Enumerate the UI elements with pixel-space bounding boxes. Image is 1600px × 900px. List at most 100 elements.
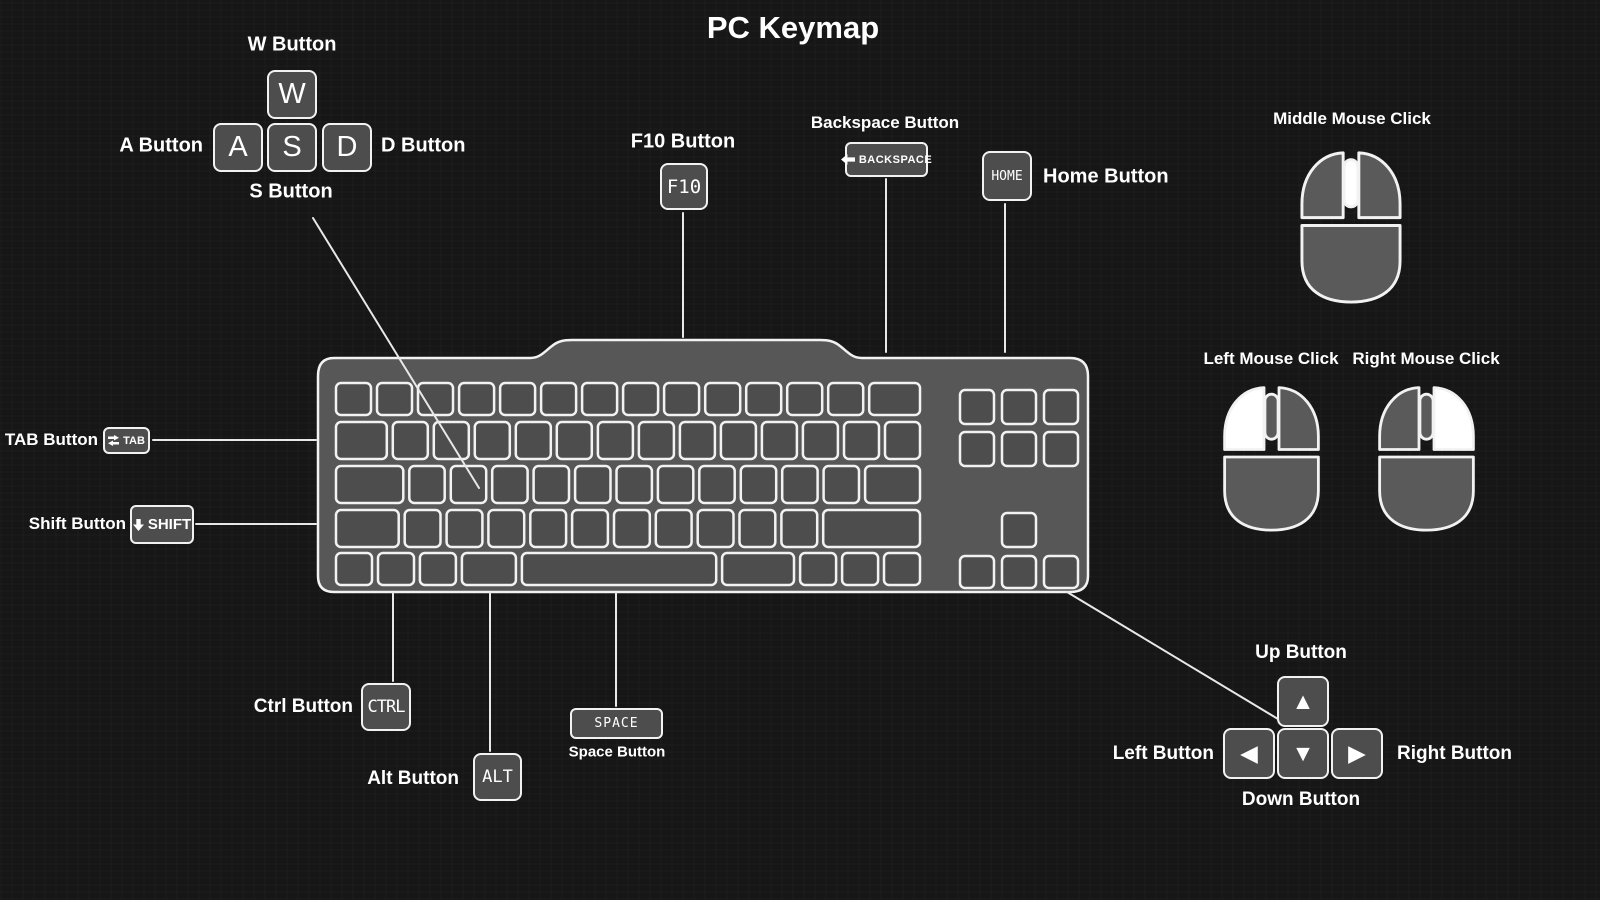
left-mouse-diagram — [1223, 386, 1320, 532]
keyboard-key — [457, 381, 496, 417]
keyboard-key — [780, 464, 819, 505]
keyboard-key — [487, 508, 526, 549]
keyboard-key — [334, 420, 389, 461]
keyboard-key — [555, 420, 594, 461]
keyboard-key — [460, 551, 518, 587]
mouse-wheel-shape — [1418, 392, 1435, 441]
label-f10-button: F10 Button — [630, 130, 736, 153]
keyboard-key — [654, 508, 693, 549]
key-tab: TAB — [103, 427, 150, 454]
label-alt-button: Alt Button — [367, 768, 459, 789]
mouse-right-button-shape — [1277, 386, 1320, 451]
keyboard-key — [416, 381, 455, 417]
keyboard-key — [432, 420, 471, 461]
keyboard-key — [532, 464, 571, 505]
label-shift-button: Shift Button — [28, 514, 126, 533]
connector-line — [1066, 591, 1284, 723]
keyboard-key — [391, 420, 430, 461]
keyboard-key — [780, 508, 819, 549]
label-middle-mouse-click: Middle Mouse Click — [1273, 109, 1431, 128]
keyboard-key — [514, 420, 553, 461]
keyboard-key — [822, 464, 861, 505]
keyboard-key — [334, 508, 400, 549]
keyboard-key — [1000, 554, 1038, 590]
mouse-body-shape — [1223, 455, 1320, 532]
keyboard-key — [882, 551, 922, 587]
keyboard-key — [840, 551, 880, 587]
keyboard-key — [376, 551, 416, 587]
label-right-button: Right Button — [1397, 743, 1513, 764]
mouse-body-shape — [1378, 455, 1475, 532]
page-title: PC Keymap — [706, 10, 880, 45]
mouse-right-button-highlighted — [1432, 386, 1475, 451]
key-backspace-text: BACKSPACE — [858, 153, 933, 166]
keyboard-key — [334, 381, 373, 417]
keyboard-key — [490, 464, 529, 505]
keyboard-key — [760, 420, 799, 461]
mouse-body-shape — [1300, 224, 1402, 304]
keyboard-key — [739, 464, 778, 505]
keyboard-key — [615, 464, 654, 505]
key-shift: SHIFT — [130, 505, 194, 544]
mouse-left-button-highlighted — [1223, 386, 1266, 451]
label-backspace-button: Backspace Button — [810, 113, 960, 132]
label-home-button: Home Button — [1043, 165, 1169, 188]
keyboard-key — [678, 420, 717, 461]
keyboard-key — [539, 381, 578, 417]
key-shift-text: SHIFT — [147, 516, 192, 533]
backspace-arrow-icon — [840, 154, 855, 165]
label-right-mouse-click: Right Mouse Click — [1352, 349, 1500, 368]
keyboard-key — [801, 420, 840, 461]
tab-arrows-icon — [108, 435, 120, 446]
keyboard-key — [863, 464, 922, 505]
keyboard-key — [403, 508, 442, 549]
mouse-left-button-shape — [1300, 151, 1345, 220]
keyboard-key — [958, 430, 996, 468]
label-space-button: Space Button — [568, 743, 666, 761]
keyboard-key — [1042, 554, 1080, 590]
keyboard-key — [473, 420, 512, 461]
key-arrow-down: ▼ — [1277, 728, 1329, 779]
keyboard-key — [698, 464, 736, 505]
mouse-right-button-shape — [1357, 151, 1402, 220]
label-s-button: S Button — [249, 180, 333, 203]
keyboard-key — [867, 381, 922, 417]
keyboard-key — [520, 551, 718, 587]
keyboard-key — [656, 464, 695, 505]
label-left-button: Left Button — [1112, 743, 1214, 764]
keyboard-key — [958, 554, 996, 590]
right-mouse-diagram — [1378, 386, 1475, 532]
mouse-left-button-shape — [1378, 386, 1421, 451]
keyboard-key — [738, 508, 777, 549]
label-tab-button: TAB Button — [4, 430, 98, 449]
keyboard-key — [408, 464, 446, 505]
keyboard-key — [703, 381, 742, 417]
label-a-button: A Button — [119, 134, 203, 157]
label-down-button: Down Button — [1241, 789, 1361, 810]
key-arrow-left: ◀ — [1223, 728, 1275, 779]
keyboard-key — [612, 508, 652, 549]
keyboard-key — [719, 420, 758, 461]
keyboard-key — [334, 551, 374, 587]
keyboard-key — [580, 381, 619, 417]
keyboard-key — [720, 551, 796, 587]
keyboard-key — [1042, 430, 1080, 468]
keyboard-key — [596, 420, 635, 461]
label-up-button: Up Button — [1255, 642, 1347, 663]
keyboard-key — [826, 381, 865, 417]
key-backspace: BACKSPACE — [840, 142, 932, 177]
keyboard-key — [1042, 388, 1080, 426]
key-d: D — [322, 123, 372, 172]
keyboard-illustration — [316, 338, 1090, 594]
label-ctrl-button: Ctrl Button — [253, 696, 353, 717]
key-arrow-right: ▶ — [1331, 728, 1383, 779]
keyboard-key — [785, 381, 824, 417]
key-s: S — [267, 123, 317, 172]
keyboard-key — [821, 508, 922, 549]
keyboard-key — [662, 381, 701, 417]
mouse-wheel-highlighted — [1342, 158, 1360, 209]
shift-down-arrow-icon — [132, 518, 144, 531]
keyboard-key — [883, 420, 922, 461]
